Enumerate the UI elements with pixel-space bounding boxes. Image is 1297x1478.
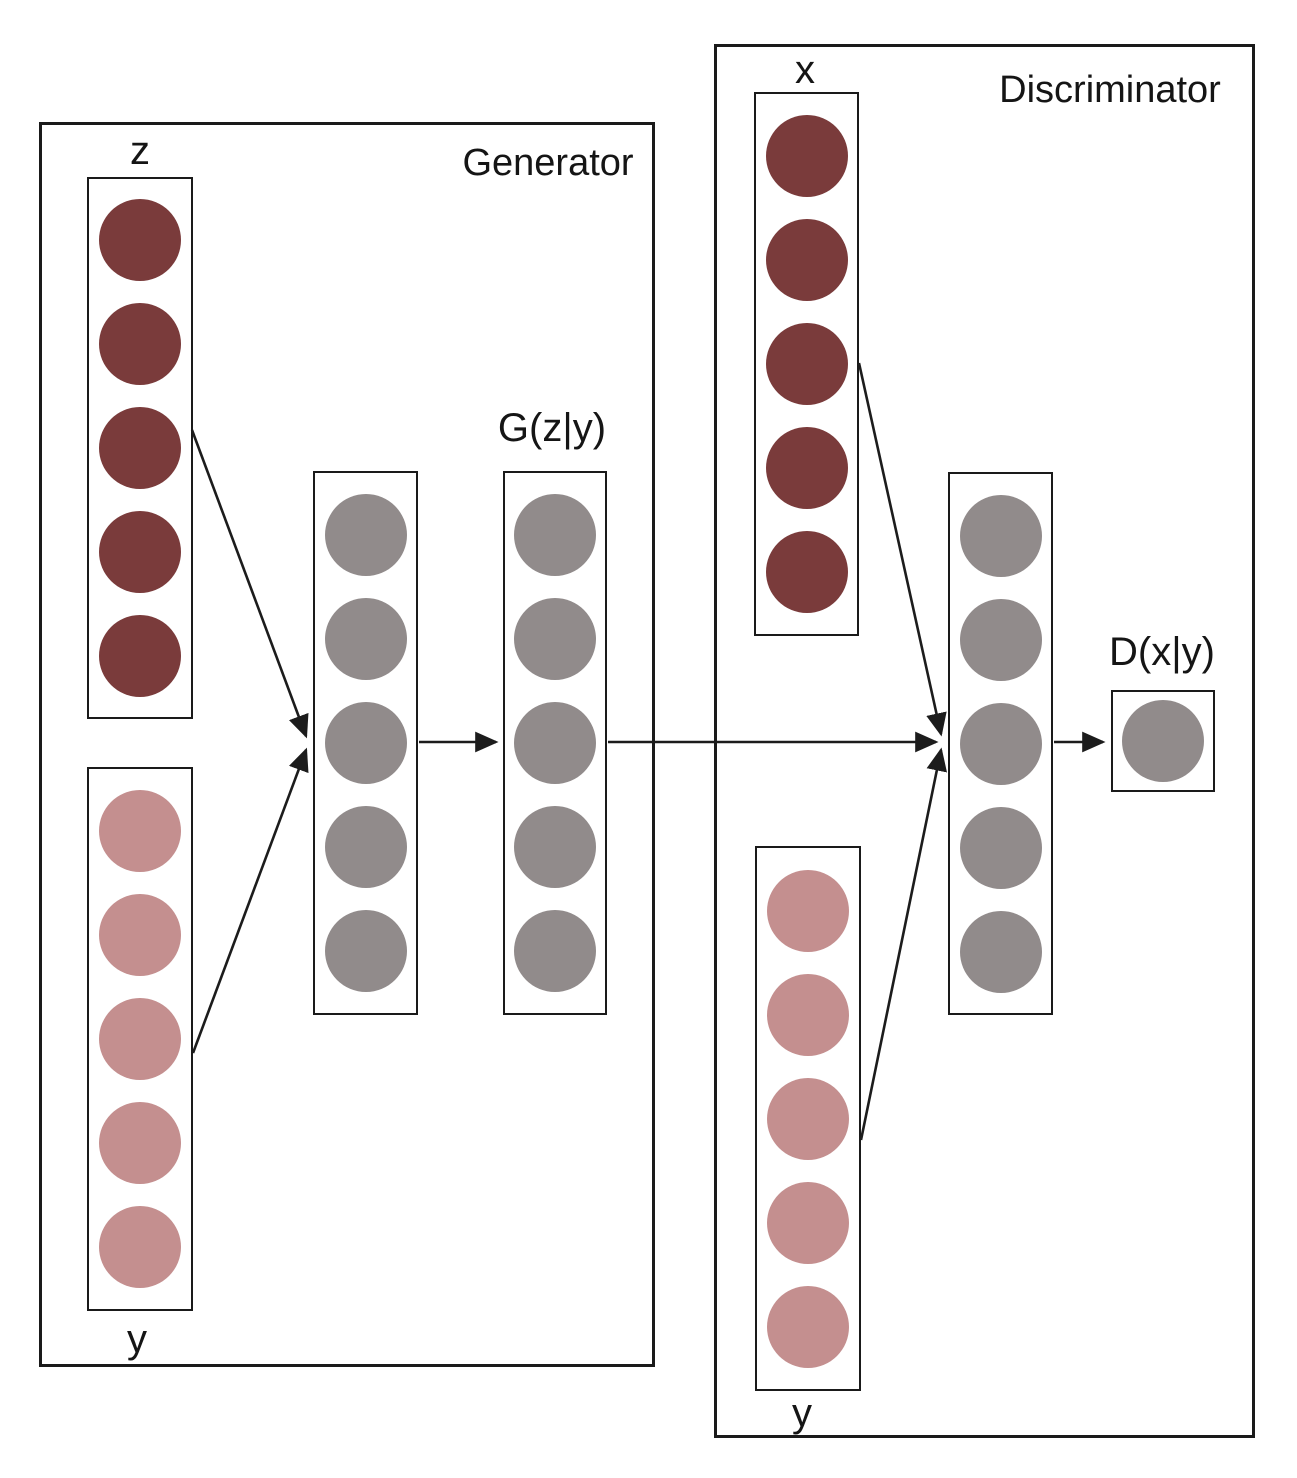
generator-title: Generator bbox=[462, 142, 634, 184]
discriminator-title: Discriminator bbox=[999, 69, 1221, 111]
neuron-node bbox=[765, 115, 848, 197]
neuron-node bbox=[324, 702, 407, 784]
neuron-node bbox=[324, 806, 407, 888]
generator-hidden-layer bbox=[313, 471, 418, 1015]
neuron-node bbox=[767, 1181, 849, 1264]
neuron-node bbox=[1122, 700, 1204, 782]
neuron-node bbox=[514, 702, 596, 784]
neuron-node bbox=[767, 973, 849, 1056]
neuron-node bbox=[765, 427, 848, 509]
neuron-node bbox=[959, 806, 1042, 889]
neuron-node bbox=[959, 598, 1042, 681]
neuron-node bbox=[324, 598, 407, 680]
neuron-node bbox=[99, 1206, 181, 1288]
neuron-node bbox=[959, 702, 1042, 785]
neuron-node bbox=[514, 494, 596, 576]
neuron-node bbox=[959, 910, 1042, 993]
discriminator-hidden-layer bbox=[948, 472, 1053, 1015]
neuron-node bbox=[765, 531, 848, 613]
generator-y-layer bbox=[87, 767, 193, 1311]
neuron-node bbox=[99, 615, 181, 697]
neuron-node bbox=[99, 1102, 181, 1184]
generator-output-layer bbox=[503, 471, 607, 1015]
generator-output-label: G(z|y) bbox=[497, 406, 607, 450]
discriminator-x-layer bbox=[754, 92, 859, 636]
neuron-node bbox=[99, 511, 181, 593]
generator-y-label: y bbox=[127, 1317, 147, 1361]
neuron-node bbox=[514, 806, 596, 888]
neuron-node bbox=[767, 1077, 849, 1160]
neuron-node bbox=[959, 494, 1042, 577]
neuron-node bbox=[99, 894, 181, 976]
discriminator-y-layer bbox=[755, 846, 861, 1391]
generator-box bbox=[39, 122, 655, 1367]
neuron-node bbox=[99, 199, 181, 281]
neuron-node bbox=[767, 1285, 849, 1368]
generator-z-layer bbox=[87, 177, 193, 719]
neuron-node bbox=[765, 219, 848, 301]
neuron-node bbox=[765, 323, 848, 405]
neuron-node bbox=[99, 790, 181, 872]
discriminator-x-label: x bbox=[795, 48, 815, 92]
discriminator-output-layer bbox=[1111, 690, 1215, 792]
discriminator-output-label: D(x|y) bbox=[1109, 630, 1215, 674]
neuron-node bbox=[99, 998, 181, 1080]
neuron-node bbox=[99, 407, 181, 489]
neuron-node bbox=[514, 910, 596, 992]
neuron-node bbox=[324, 494, 407, 576]
neuron-node bbox=[324, 910, 407, 992]
neuron-node bbox=[767, 869, 849, 952]
discriminator-y-label: y bbox=[792, 1391, 812, 1435]
generator-z-label: z bbox=[130, 129, 150, 173]
neuron-node bbox=[514, 598, 596, 680]
neuron-node bbox=[99, 303, 181, 385]
